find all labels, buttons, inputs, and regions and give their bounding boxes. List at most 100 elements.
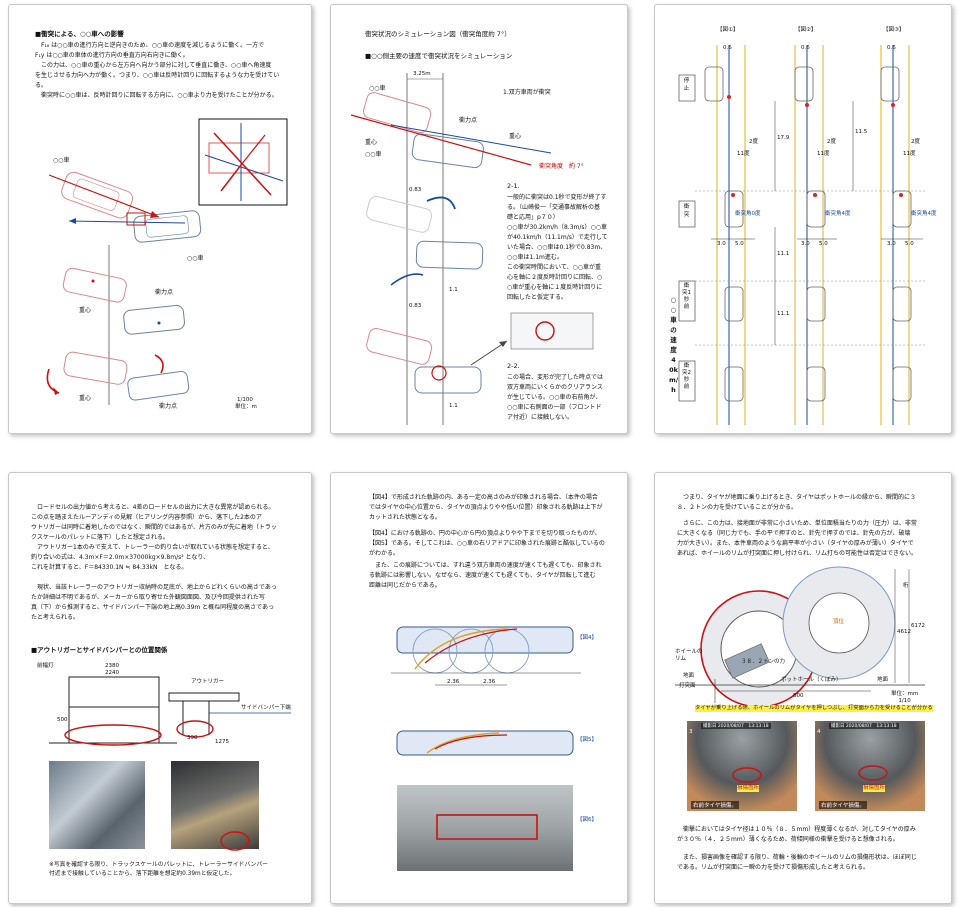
dim-top-mark: 桁 [903,583,909,589]
photo-1-number: 3 [689,729,693,735]
page-4-caption: ※写真を確認する限り、トラックスケールのパレットに、トレーラーサイドバンパー 付… [49,862,268,877]
truck-photo [49,761,145,849]
label-wheel-rim: ホイールの リム [675,649,703,662]
collision-angle-label: 衝突角度 約 7° [539,163,584,170]
h-dim-4: 5.0 [819,241,828,247]
deg-label-2: 11度 [817,151,830,157]
step-2-number: 2-1. [507,182,520,190]
page-1-unit: 単位：m [235,404,257,410]
page-4-diagram [49,676,291,746]
dim-d1: 0.83 [409,187,422,193]
tire-diagram [675,566,925,708]
label-pothole: ポットホール（くぼみ） [781,677,842,683]
dim-390: 390 [187,735,198,741]
fig5-label: 【図5】 [577,737,597,743]
highlight-note: タイヤが乗り上げる際、ホイールのリムがタイヤを押しつぶし、打突面から力を受けるこ… [695,705,933,712]
label-center: 頂位 [833,619,845,625]
dim-500: 500 [57,717,68,723]
impact-point-label: 衝力点 [155,289,174,296]
h-dim-6: 5.0 [905,241,914,247]
page-4-heading: ■アウトリガーとサイドバンパーとの位置関係 [31,646,168,654]
dim-800: 800 [793,693,804,699]
step-3-number: 2-2. [507,362,520,370]
dim-top-1: 0.6 [723,45,732,51]
page-5-body-3: また、この痕跡については、すれ違う双方車両の速度が速くても遅くても、印象され る… [369,562,602,589]
h-dim-5: 3.0 [887,241,896,247]
dim-2240: 2240 [105,670,119,676]
page-1-figure [46,118,288,405]
dim-1275: 1275 [215,739,229,745]
page-6-body-2: さらに、この力は、接地面が非常に小さいため、単位面積当たりの力（圧力）は、非常 … [677,520,918,557]
h-dim-1: 3.0 [717,241,726,247]
page-6-body-4: また、損害画像を確認する限り、荷輪・後輪のホイールのリムの損傷形状は、ほぼ同じ … [677,854,917,871]
page-3[interactable]: 【図①】 【図②】 【図③】 0.6 0.6 0.6 停止 衝突 衝突1秒前 衝… [654,4,952,434]
dim-4612: 4612 [897,629,911,635]
door-photo [397,785,573,871]
dim-a: 2.36 [447,679,460,685]
page-3-figure [678,45,925,425]
car-angle-label-3: 衝突角4度 [911,211,937,217]
angle-label-2: 2度 [827,139,836,145]
page-1[interactable]: ■衝突による、○○車への影響 F₁₈ は○○車の進行方向と逆向きのため、○○車の… [8,4,312,434]
h-dim-3: 3.0 [801,241,810,247]
dim-2380: 2380 [105,663,119,669]
cg-label-b: 重心 [365,139,378,146]
label-bumper: サイドバンパー下端 [241,705,291,711]
door-photo-overlay [436,814,538,840]
photo-1-tag: 損傷箇所 [737,785,760,792]
car-label-b: ○○車 [365,151,382,158]
dim-top-2: 0.6 [801,45,810,51]
page-5-figures [391,626,581,756]
photo-1-caption: 右前タイヤ損傷。 [691,801,739,809]
page-6[interactable]: つまり、タイヤが地面に乗り上げるとき、タイヤはポットホールの縁から、瞬間的に３ … [654,472,952,904]
label-ground-2: 地面 [877,677,889,683]
left-box-1s-before: 衝突1秒前 [682,283,691,310]
car-angle-label-2: 衝突角4度 [825,211,851,217]
page-6-body-1: つまり、タイヤが地面に乗り上げるとき、タイヤはポットホールの縁から、瞬間的に３ … [677,494,916,511]
photo-1-date: 撮影日 2020/08/07 13:13:18 [701,723,771,729]
dim-width-label: 3.25m [413,71,431,77]
fig6-label: 【図6】 [577,817,597,823]
cg-label-a: 重心 [509,133,522,140]
v-dim-3: 11.1 [777,251,790,257]
photo-2-number: 4 [817,729,821,735]
left-box-2s-before: 衝突2秒前 [682,363,691,390]
page-4[interactable]: ロードセルの出力値から考えると、4差のロードセルの出力に大きな異常が認められる。… [8,472,312,904]
step-2-text: 一般的に衝突は0.1秒で変形が終了す る。（山崎俊一「交通事故解析の基 礎と応用… [507,194,608,301]
label-force: ３８．２トンの力 [741,659,786,665]
page-2-figure [350,73,594,425]
photo-2-tag: 損傷箇所 [863,785,886,792]
page-1-heading: ■衝突による、○○車への影響 [35,30,124,38]
page-5[interactable]: 【図4】で形成された軌跡の内、ある一定の高さのみが印象される場合、（本件の場合 … [330,472,628,904]
v-dim-1: 17.9 [777,135,790,141]
dim-b: 2.36 [483,679,496,685]
page-1-number: 1/100 [237,397,253,403]
deg-label-1: 11度 [737,151,750,157]
step-1-label: 1.双方車両が衝突 [503,89,551,96]
car-label-2: ○○車 [187,255,204,262]
impact-point-label: 衝力点 [459,117,478,124]
dim-6172: 6172 [911,623,925,629]
photo-2-date: 撮影日 2020/08/07 13:13:18 [829,723,899,729]
impact-point-label-2: 衝力点 [159,403,178,410]
photo-highlight-overlay [220,831,250,851]
fig4-label: 【図4】 [577,635,597,641]
zu-label-1: 【図①】 [717,27,739,33]
car-label-1: ○○車 [53,157,70,164]
center-of-gravity-label-2: 重心 [79,395,92,402]
label-ground: 地面 [683,673,695,679]
center-of-gravity-label: 重心 [79,307,92,314]
page-4-body-1: ロードセルの出力値から考えると、4差のロードセルの出力に大きな異常が認められる。… [31,504,277,571]
step-3-text: この場合、変形が完了した時点では 双方車両にいくらかのクリアランス が生じている… [507,374,604,421]
tire-photo-overlay [732,765,888,783]
dim-top-3: 0.6 [887,45,896,51]
page-5-body-2: 【図4】における軌跡の、円の中心から円の頂点よりやや下までを切り取ったものが、 … [369,530,605,557]
dim-d3: 0.83 [409,303,422,309]
angle-label-3: 2度 [911,139,920,145]
page-4-body-2: 現状、当該トレーラーのアウトリガー収納時の足底が、地上からどれくらいの高さであっ… [31,584,277,621]
v-dim-2: 11.5 [855,129,868,135]
page-1-body: F₁₈ は○○車の進行方向と逆向きのため、○○車の速度を減じるように働く。一方で… [35,42,280,99]
label-outrigger: アウトリガー [191,679,225,685]
page-2[interactable]: 衝突状況のシミュレーション図（衝突角度約 7°） ■○○側主要の速度で衝突状況を… [330,4,628,434]
car-angle-label-1: 衝突角0度 [735,211,761,217]
